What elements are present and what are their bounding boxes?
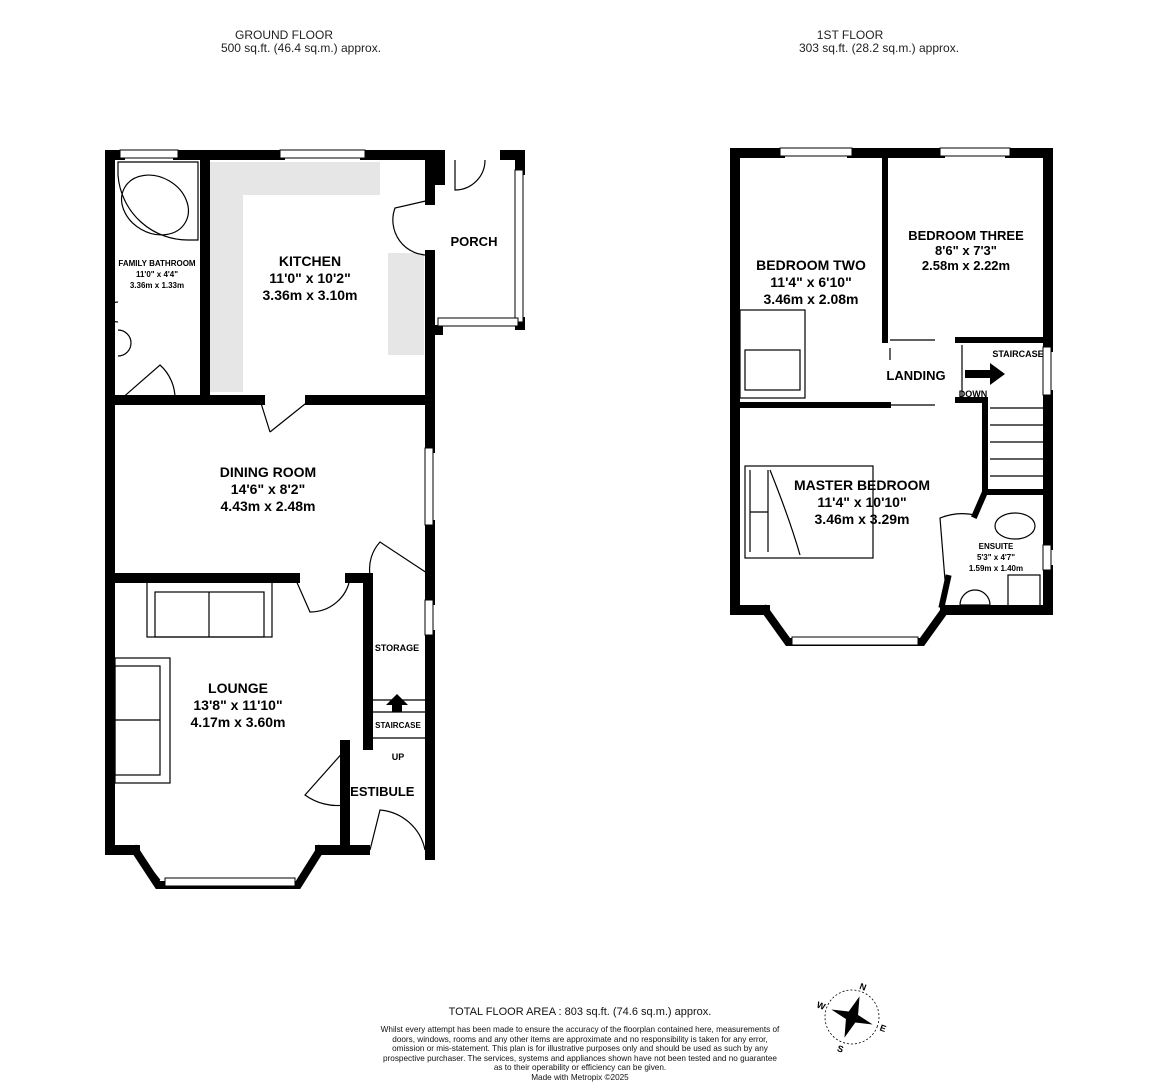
total-floor-area: TOTAL FLOOR AREA : 803 sq.ft. (74.6 sq.m… xyxy=(380,1006,780,1018)
room-name: STORAGE xyxy=(375,643,419,653)
bay-window xyxy=(140,855,318,880)
room-size-metric: 3.46m x 3.29m xyxy=(815,511,910,527)
window xyxy=(165,878,295,886)
disclaimer: Whilst every attempt has been made to en… xyxy=(380,1025,780,1082)
room-size-imperial: 5'3" x 4'7" xyxy=(977,553,1015,562)
room-size-imperial: 11'0" x 10'2" xyxy=(269,270,350,286)
room-name: BEDROOM THREE xyxy=(908,228,1024,243)
shower-icon xyxy=(1008,575,1040,608)
room-size-metric: 4.17m x 3.60m xyxy=(191,714,286,730)
room-name: LANDING xyxy=(886,368,945,383)
room-name: PORCH xyxy=(451,234,498,249)
toilet-icon xyxy=(995,513,1035,539)
window xyxy=(1043,347,1051,395)
stairs-arrow-icon xyxy=(386,694,408,712)
window xyxy=(940,148,1010,156)
kitchen-counter-side xyxy=(388,253,424,355)
room-name: KITCHEN xyxy=(279,253,341,269)
ground-floor-title: GROUND FLOOR xyxy=(235,28,333,42)
room-size-imperial: 13'8" x 11'10" xyxy=(193,697,282,713)
ground-floor-plan: FAMILY BATHROOM 11'0" x 4'4" 3.36m x 1.3… xyxy=(108,150,523,886)
room-size-imperial: 14'6" x 8'2" xyxy=(231,481,305,497)
first-floor-title: 1ST FLOOR xyxy=(817,28,884,42)
room-size-metric: 2.58m x 2.22m xyxy=(922,258,1010,273)
window xyxy=(792,637,918,645)
room-name: DINING ROOM xyxy=(220,464,316,480)
pillow xyxy=(745,350,800,390)
bed-cover xyxy=(750,470,800,555)
room-name: VESTIBULE xyxy=(342,784,415,799)
sink-icon xyxy=(118,330,131,356)
window xyxy=(780,148,852,156)
room-size-metric: 3.36m x 3.10m xyxy=(263,287,358,303)
room-name: FAMILY BATHROOM xyxy=(118,259,196,268)
window xyxy=(1043,545,1051,570)
stairs-arrow-icon xyxy=(965,363,1005,385)
room-size-imperial: 8'6" x 7'3" xyxy=(935,243,997,258)
room-name: LOUNGE xyxy=(208,680,268,696)
compass-rose-icon: N E S W xyxy=(804,969,899,1065)
compass-east: E xyxy=(878,1023,887,1034)
compass-south: S xyxy=(836,1043,845,1054)
window xyxy=(515,170,523,322)
room-size-imperial: 11'4" x 6'10" xyxy=(770,274,851,290)
window xyxy=(438,318,518,326)
compass-west: W xyxy=(815,1000,827,1012)
room-size-imperial: 11'4" x 10'10" xyxy=(817,494,906,510)
credit: Made with Metropix ©2025 xyxy=(380,1073,780,1082)
room-size-imperial: 11'0" x 4'4" xyxy=(136,270,178,279)
room-name: ENSUITE xyxy=(979,542,1014,551)
window xyxy=(425,448,433,525)
stairs-direction: UP xyxy=(392,752,405,762)
room-name: BEDROOM TWO xyxy=(756,257,866,273)
stairs xyxy=(990,408,1045,476)
stairs-direction: DOWN xyxy=(959,389,988,399)
room-name: STAIRCASE xyxy=(992,349,1043,359)
room-size-metric: 4.43m x 2.48m xyxy=(221,498,316,514)
window xyxy=(120,150,178,158)
ground-floor-area: 500 sq.ft. (46.4 sq.m.) approx. xyxy=(221,41,381,55)
compass-north: N xyxy=(858,981,868,993)
first-floor-plan: BEDROOM TWO 11'4" x 6'10" 3.46m x 2.08m … xyxy=(735,148,1051,645)
disclaimer-text: Whilst every attempt has been made to en… xyxy=(380,1025,780,1073)
door xyxy=(305,750,425,850)
bed-icon xyxy=(740,310,805,398)
first-floor-area: 303 sq.ft. (28.2 sq.m.) approx. xyxy=(799,41,959,55)
room-size-metric: 3.46m x 2.08m xyxy=(764,291,859,307)
bath-basin xyxy=(111,163,200,246)
room-name: MASTER BEDROOM xyxy=(794,477,930,493)
room-size-metric: 1.59m x 1.40m xyxy=(969,564,1023,573)
window xyxy=(280,150,365,158)
room-size-metric: 3.36m x 1.33m xyxy=(130,281,184,290)
sink-icon xyxy=(960,590,990,605)
room-name: STAIRCASE xyxy=(375,721,421,730)
window xyxy=(425,600,433,635)
